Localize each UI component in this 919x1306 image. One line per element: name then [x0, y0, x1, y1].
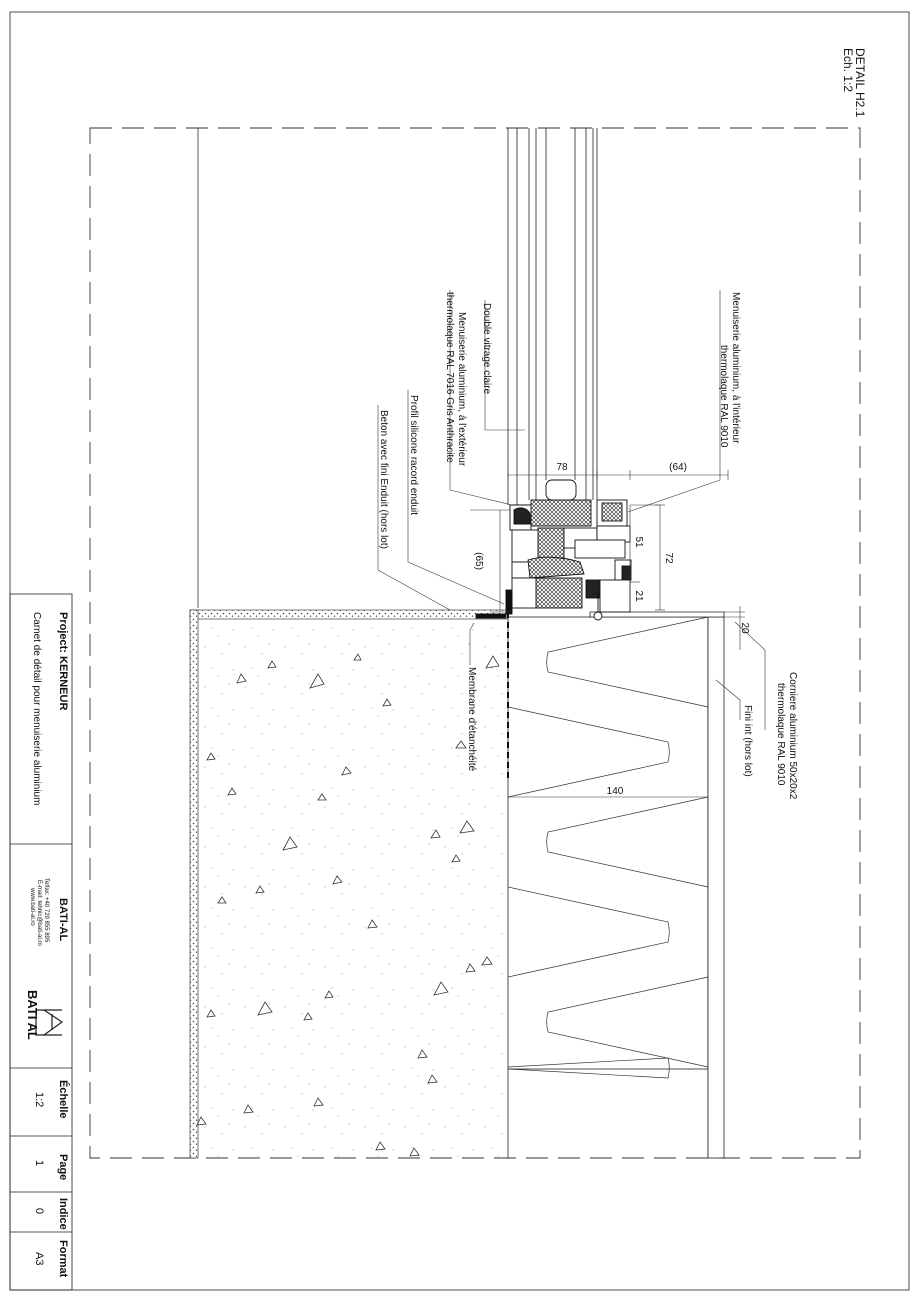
insulation-layer	[507, 616, 709, 1079]
label-double-vitrage: Double vitrage claire	[481, 303, 492, 395]
page-value: 1	[33, 1160, 45, 1166]
logo-text: BATI AL	[25, 990, 40, 1040]
dim-65: (65)	[473, 552, 484, 570]
dim-140: 140	[607, 786, 624, 797]
company-web: www.bati-al.ro	[29, 887, 35, 926]
echelle-label: Échelle	[57, 1080, 70, 1119]
label-membrane: Membrane d'étanchéité	[466, 667, 477, 772]
render-top	[189, 609, 509, 620]
dimension-lines	[470, 470, 745, 798]
format-value: A3	[33, 1252, 45, 1265]
leader-lines	[377, 290, 766, 730]
label-menuiserie-interieur-2: thermolaque RAL 9010	[718, 345, 729, 448]
indice-value: 0	[33, 1208, 45, 1214]
dim-78: 78	[556, 462, 568, 473]
aluminium-profile	[475, 479, 632, 621]
format-label: Format	[57, 1240, 69, 1278]
company-phone: Telfax: +40 729 855 895	[43, 878, 49, 943]
company-email: E-mail: tehnic@bati-al.ro	[36, 880, 42, 946]
dim-20: 20	[739, 622, 750, 634]
indice-label: Indice	[57, 1198, 69, 1230]
label-corniere-1: Corniere aluminium 50x20x2	[787, 672, 798, 800]
project-label: Project: KERNEUR	[57, 612, 69, 710]
label-corniere-2: thermolaque RAL 9010	[775, 683, 786, 786]
echelle-value: 1:2	[33, 1092, 45, 1107]
concrete-wall	[190, 610, 508, 1158]
label-menuiserie-interieur-1: Menuiserie aluminium, à l'intérieur	[730, 292, 741, 444]
detail-scale: Ech. 1:2	[841, 48, 855, 92]
label-menuiserie-exterieur-2: thermolaque RAL 7016 Gris Anthracite	[444, 292, 455, 463]
render-left	[189, 609, 199, 1159]
company-logo	[35, 1009, 64, 1036]
dim-51: 51	[633, 536, 644, 548]
corner-angle	[589, 611, 725, 618]
dim-72: 72	[663, 552, 674, 564]
interior-finish	[707, 616, 725, 1159]
concrete-aggregate	[196, 653, 500, 1157]
page-label: Page	[57, 1154, 69, 1180]
label-menuiserie-exterieur-1: Menuiserie aluminium, à l'extérieur	[456, 312, 467, 467]
glazing-lines	[507, 128, 598, 505]
detail-boundary	[89, 127, 861, 1159]
company-name: BATI-AL	[57, 898, 69, 941]
label-profil-silicone: Profil silicone racord enduit	[408, 395, 419, 515]
label-beton: Beton avec fini Enduit (hors lot)	[378, 410, 389, 549]
label-fini-int: Fini int (hors lot)	[742, 705, 753, 777]
project-description: Carnet de détail pour menuiserie alumini…	[31, 612, 42, 805]
waterproof-membrane	[506, 612, 509, 781]
dim-64: (64)	[669, 462, 687, 473]
detail-title: DETAIL H2.1	[853, 48, 867, 118]
dim-21: 21	[633, 590, 644, 602]
title-block	[9, 593, 73, 1291]
